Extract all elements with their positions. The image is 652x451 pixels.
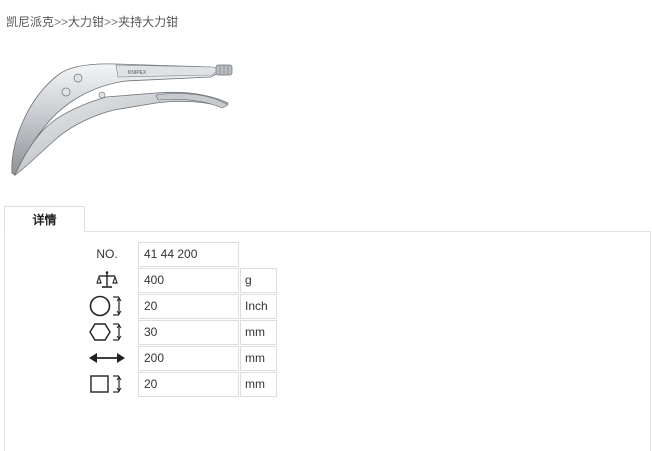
round-capacity-unit: Inch <box>240 294 277 319</box>
breadcrumb-separator: >> <box>104 15 119 29</box>
brand-engraving: KNIPEX <box>128 70 147 76</box>
square-capacity-value: 20 <box>138 372 239 397</box>
spec-row-weight: 400 g <box>5 268 305 294</box>
breadcrumb-item-product[interactable]: 夹持大力钳 <box>118 15 179 29</box>
spec-row-length: 200 mm <box>5 346 305 372</box>
spec-label-no: NO. <box>83 242 131 266</box>
weight-value: 400 <box>138 268 239 293</box>
length-value: 200 <box>138 346 239 371</box>
spec-row-number: NO. 41 44 200 <box>5 242 305 268</box>
product-image: KNIPEX <box>6 55 236 180</box>
square-capacity-icon <box>83 372 131 396</box>
tab-bar: 详情 <box>4 206 651 232</box>
breadcrumb: 凯尼派克>>大力钳>>夹持大力钳 <box>6 13 178 30</box>
tab-details[interactable]: 详情 <box>4 206 85 232</box>
hex-capacity-value: 30 <box>138 320 239 345</box>
number-label: NO. <box>96 247 118 261</box>
length-arrow-icon <box>83 346 131 370</box>
spec-row-round-capacity: 20 Inch <box>5 294 305 320</box>
hex-capacity-icon <box>83 320 131 344</box>
spec-row-square-capacity: 20 mm <box>5 372 305 398</box>
hex-capacity-unit: mm <box>240 320 277 345</box>
details-panel: NO. 41 44 200 400 g <box>4 231 651 451</box>
breadcrumb-item-category[interactable]: 大力钳 <box>68 15 105 29</box>
weight-scale-icon <box>83 268 131 292</box>
round-capacity-value: 20 <box>138 294 239 319</box>
round-capacity-icon <box>83 294 131 318</box>
breadcrumb-item-brand[interactable]: 凯尼派克 <box>6 15 55 29</box>
breadcrumb-separator: >> <box>54 15 69 29</box>
spec-row-hex-capacity: 30 mm <box>5 320 305 346</box>
weight-unit: g <box>240 268 277 293</box>
square-capacity-unit: mm <box>240 372 277 397</box>
length-unit: mm <box>240 346 277 371</box>
article-number-value: 41 44 200 <box>138 242 239 267</box>
